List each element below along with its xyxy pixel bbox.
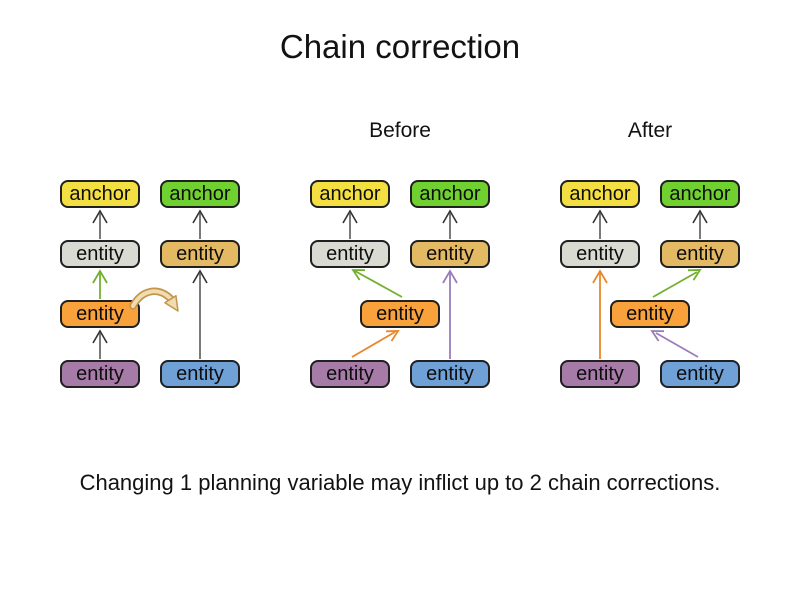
entity-node: entity	[60, 360, 140, 388]
label-after: After	[627, 119, 673, 142]
up-arrow-icon	[692, 209, 708, 239]
entity-node: entity	[160, 240, 240, 268]
anchor-node: anchor	[60, 180, 140, 208]
entity-node: entity	[660, 240, 740, 268]
diagonal-arrow-orange-icon	[351, 330, 400, 358]
up-arrow-violet-icon	[442, 269, 458, 359]
entity-node-moving: entity	[360, 300, 440, 328]
diagonal-arrow-green-icon	[351, 269, 403, 298]
entity-node: entity	[560, 360, 640, 388]
up-arrow-icon	[92, 209, 108, 239]
anchor-node: anchor	[160, 180, 240, 208]
up-arrow-icon	[92, 329, 108, 359]
anchor-node: anchor	[310, 180, 390, 208]
entity-node-moving: entity	[610, 300, 690, 328]
entity-node: entity	[660, 360, 740, 388]
entity-node: entity	[310, 240, 390, 268]
page-title: Chain correction	[279, 28, 521, 65]
up-arrow-orange-icon	[592, 269, 608, 359]
entity-node: entity	[410, 240, 490, 268]
label-before: Before	[369, 119, 431, 142]
anchor-node: anchor	[410, 180, 490, 208]
entity-node: entity	[60, 300, 140, 328]
entity-node: entity	[160, 360, 240, 388]
up-arrow-icon	[442, 209, 458, 239]
anchor-node: anchor	[660, 180, 740, 208]
diagonal-arrow-violet-icon	[650, 330, 699, 358]
up-arrow-green-icon	[92, 269, 108, 299]
diagonal-arrow-green-icon	[652, 269, 702, 298]
anchor-node: anchor	[560, 180, 640, 208]
entity-node: entity	[310, 360, 390, 388]
entity-node: entity	[60, 240, 140, 268]
entity-node: entity	[410, 360, 490, 388]
caption-text: Changing 1 planning variable may inflict…	[79, 470, 721, 495]
up-arrow-icon	[192, 209, 208, 239]
up-arrow-icon	[592, 209, 608, 239]
up-arrow-icon	[192, 269, 208, 359]
entity-node: entity	[560, 240, 640, 268]
up-arrow-icon	[342, 209, 358, 239]
